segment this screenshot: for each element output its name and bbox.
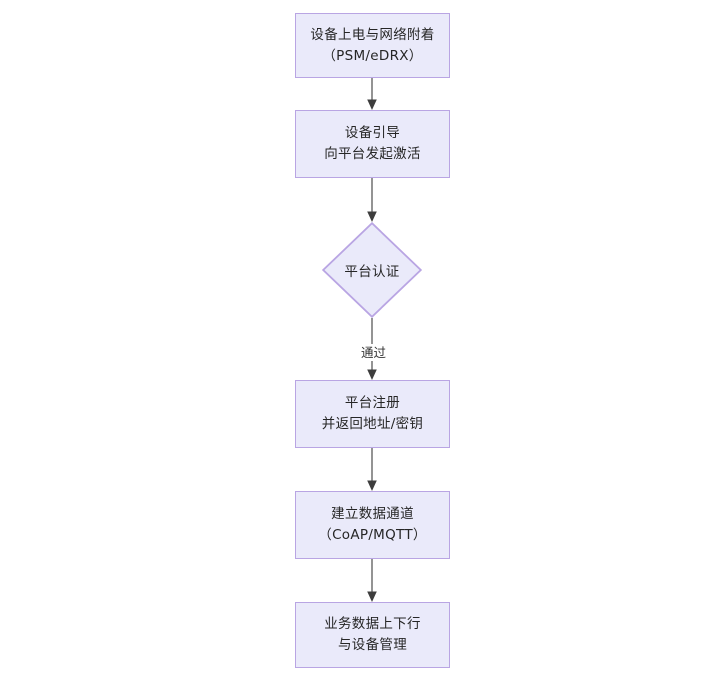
edge-n2-to-n3 bbox=[362, 178, 382, 222]
node-device-bootstrap[interactable]: 设备引导 向平台发起激活 bbox=[295, 110, 450, 178]
node-text-line1: 设备引导 bbox=[344, 125, 401, 142]
node-text-line1: 业务数据上下行 bbox=[324, 616, 421, 633]
edge-n4-to-n5 bbox=[362, 448, 382, 491]
node-text-line2: 与设备管理 bbox=[338, 637, 407, 653]
node-platform-auth-decision[interactable]: 平台认证 bbox=[322, 222, 422, 318]
node-platform-register[interactable]: 平台注册 并返回地址/密钥 bbox=[295, 380, 450, 448]
node-text-line1: 设备上电与网络附着 bbox=[310, 26, 435, 43]
arrowhead-icon bbox=[367, 480, 377, 491]
node-text-line1: 平台注册 bbox=[344, 395, 401, 412]
node-text-line2: （CoAP/MQTT） bbox=[318, 527, 427, 543]
edge-n1-to-n2 bbox=[362, 78, 382, 110]
arrowhead-icon bbox=[367, 211, 377, 222]
node-device-power-on[interactable]: 设备上电与网络附着 （PSM/eDRX） bbox=[295, 13, 450, 78]
node-text-line2: （PSM/eDRX） bbox=[322, 47, 423, 64]
diamond-shape bbox=[322, 222, 422, 318]
edge-label-pass: 通过 bbox=[359, 344, 389, 361]
node-text-line1: 建立数据通道 bbox=[331, 506, 414, 523]
edge-n5-to-n6 bbox=[362, 559, 382, 602]
arrowhead-icon bbox=[367, 591, 377, 602]
node-text-line2: 并返回地址/密钥 bbox=[321, 416, 424, 432]
node-business-data-and-device-mgmt[interactable]: 业务数据上下行 与设备管理 bbox=[295, 602, 450, 668]
node-establish-data-channel[interactable]: 建立数据通道 （CoAP/MQTT） bbox=[295, 491, 450, 559]
arrowhead-icon bbox=[367, 99, 377, 110]
arrowhead-icon bbox=[367, 369, 377, 380]
node-text-line2: 向平台发起激活 bbox=[324, 146, 421, 162]
node-text-line1: 平台认证 bbox=[344, 264, 400, 280]
